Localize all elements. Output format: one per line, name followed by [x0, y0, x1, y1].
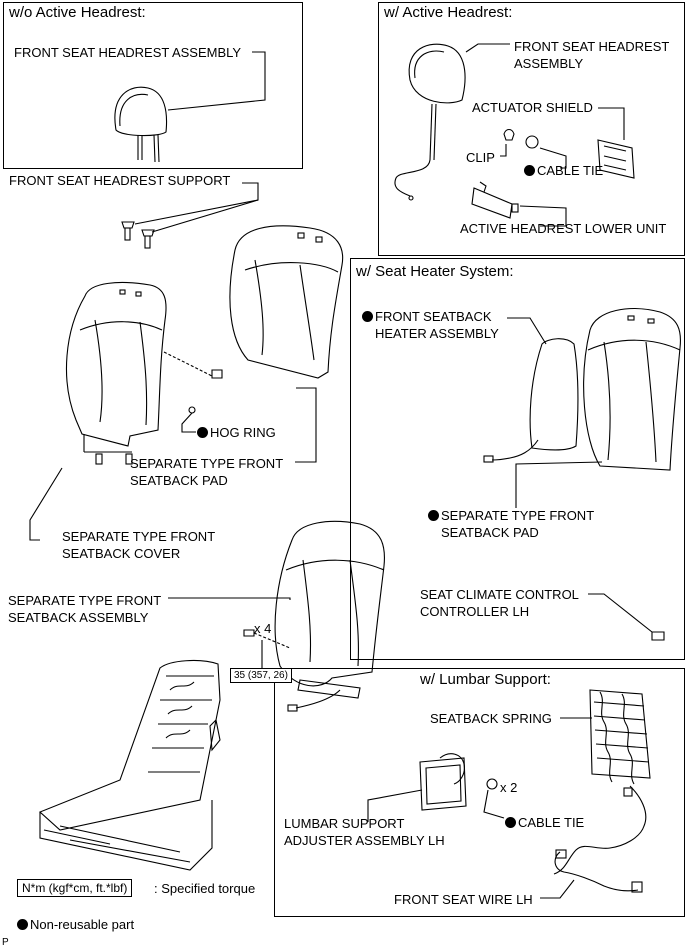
panel-title-seat-heater: w/ Seat Heater System: [356, 263, 514, 280]
clip-label: CLIP [466, 150, 495, 165]
lumbar-cable-tie-shape [486, 778, 498, 790]
active-headrest-label-1: FRONT SEAT HEADREST [514, 39, 670, 54]
heater-assembly-label-1: FRONT SEATBACK [362, 309, 492, 325]
seatback-assembly-label-2: SEATBACK ASSEMBLY [8, 610, 149, 625]
seatback-pad-label-2: SEATBACK PAD [130, 473, 228, 488]
headrest-support-label: FRONT SEAT HEADREST SUPPORT [9, 173, 231, 188]
lower-unit-illustration [471, 181, 519, 219]
nonreusable-legend: Non-reusable part [17, 917, 134, 933]
controller-shape [651, 631, 665, 641]
panel-lumbar-support [274, 668, 685, 917]
headrest-illustration [114, 86, 168, 163]
leader-support-a [134, 182, 259, 225]
active-cable-tie-label: CABLE TIE [524, 163, 603, 179]
seatback-cover-illustration [65, 281, 167, 465]
lower-unit-label: ACTIVE HEADREST LOWER UNIT [460, 221, 667, 236]
leader-cover [29, 467, 63, 541]
panel-with-active-headrest [378, 2, 685, 256]
hog-ring-label: HOG RING [197, 425, 276, 441]
hog-ring-shape [188, 406, 196, 414]
lumbar-adjuster-illustration [419, 753, 467, 811]
clip-shape [503, 128, 515, 141]
active-headrest-illustration [394, 43, 466, 201]
lumbar-cable-tie-qty: x 2 [500, 780, 518, 795]
leader-pad [295, 387, 317, 463]
nonreusable-marker-icon [197, 427, 208, 438]
cable-tie-shape [525, 135, 539, 149]
leader-headrest [167, 51, 266, 111]
nonreusable-marker-icon [428, 510, 439, 521]
headrest-support-illustration [121, 221, 155, 249]
heater-assembly-label-2: HEATER ASSEMBLY [375, 326, 499, 341]
active-headrest-label-2: ASSEMBLY [514, 56, 584, 71]
seat-wire-label: FRONT SEAT WIRE LH [394, 892, 533, 907]
footer-mark: P [2, 937, 9, 948]
torque-unit-legend: N*m (kgf*cm, ft.*lbf) [17, 879, 133, 897]
bolt-quantity-label: x 4 [254, 621, 272, 636]
nonreusable-marker-icon [505, 817, 516, 828]
seatback-assembly-illustration [274, 520, 385, 712]
bolt-shape [243, 629, 255, 637]
panel-seat-heater [350, 258, 685, 660]
controller-label-1: SEAT CLIMATE CONTROL [420, 587, 579, 602]
seat-frame-illustration [38, 659, 221, 871]
seat-wire-illustration [553, 785, 647, 893]
heater-assembly-illustration [483, 338, 579, 463]
heater-pad-illustration [583, 308, 682, 471]
actuator-shield-illustration [597, 139, 635, 179]
seatback-spring-illustration [589, 689, 651, 785]
heater-pad-label-2: SEATBACK PAD [441, 525, 539, 540]
lumbar-cable-tie-label: CABLE TIE [505, 815, 584, 831]
nonreusable-marker-icon [17, 919, 28, 930]
seatback-cover-label-2: SEATBACK COVER [62, 546, 181, 561]
leader-support-b [151, 199, 259, 233]
torque-value-box: 35 (357, 26) [230, 668, 292, 683]
controller-label-2: CONTROLLER LH [420, 604, 530, 619]
seatback-pad-label-1: SEPARATE TYPE FRONT [130, 456, 284, 471]
nonreusable-marker-icon [524, 165, 535, 176]
panel-title-with-active: w/ Active Headrest: [384, 4, 513, 21]
lumbar-adjuster-label-1: LUMBAR SUPPORT [284, 816, 405, 831]
seatback-spring-label: SEATBACK SPRING [430, 711, 552, 726]
panel-title-without-active: w/o Active Headrest: [9, 4, 146, 21]
fastener [211, 369, 223, 379]
lumbar-adjuster-label-2: ADJUSTER ASSEMBLY LH [284, 833, 445, 848]
seatback-assembly-label-1: SEPARATE TYPE FRONT [8, 593, 162, 608]
seatback-pad-illustration [229, 225, 344, 379]
headrest-assembly-label: FRONT SEAT HEADREST ASSEMBLY [14, 45, 242, 60]
torque-legend-description: : Specified torque [154, 881, 256, 896]
heater-pad-label-1: SEPARATE TYPE FRONT [428, 508, 594, 524]
panel-title-lumbar: w/ Lumbar Support: [420, 671, 551, 688]
seatback-cover-label-1: SEPARATE TYPE FRONT [62, 529, 216, 544]
actuator-shield-label: ACTUATOR SHIELD [472, 100, 593, 115]
panel-without-active-headrest [3, 2, 303, 169]
nonreusable-marker-icon [362, 311, 373, 322]
